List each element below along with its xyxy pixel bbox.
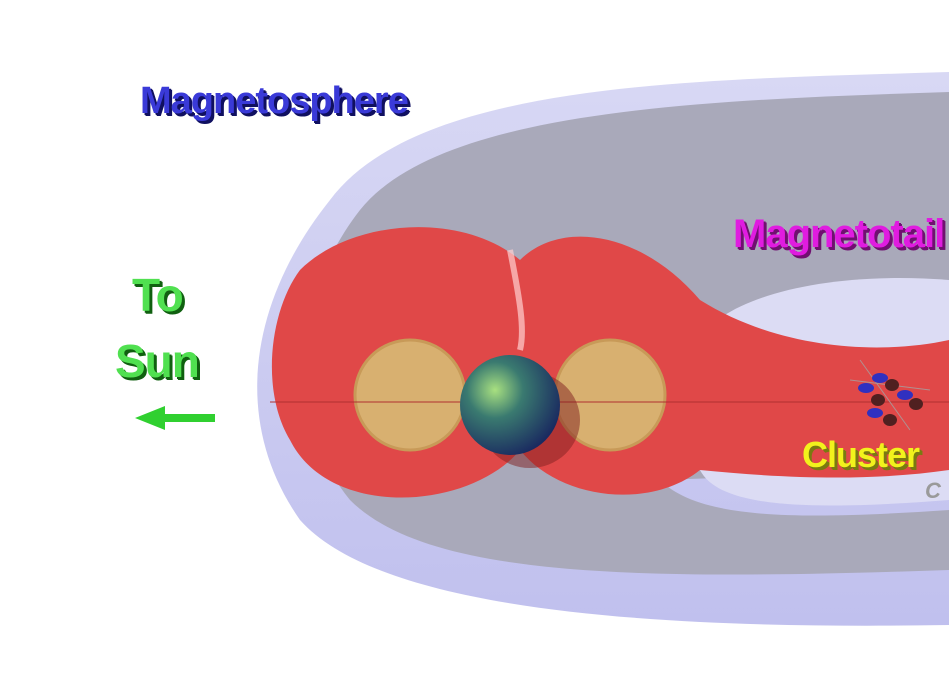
sun-label: Sun (115, 335, 200, 387)
earth-icon (460, 355, 560, 455)
arrow-left-icon (135, 406, 215, 430)
cut-off-label: C (925, 478, 941, 503)
to-label: To (132, 269, 184, 321)
magnetotail-label: Magnetotail (733, 212, 945, 256)
magnetosphere-label: Magnetosphere (140, 80, 409, 122)
cluster-label: Cluster (802, 434, 920, 475)
tail-highlight (507, 249, 525, 351)
cluster-satellites-icon (849, 359, 931, 431)
radiation-belt-left (353, 338, 467, 452)
